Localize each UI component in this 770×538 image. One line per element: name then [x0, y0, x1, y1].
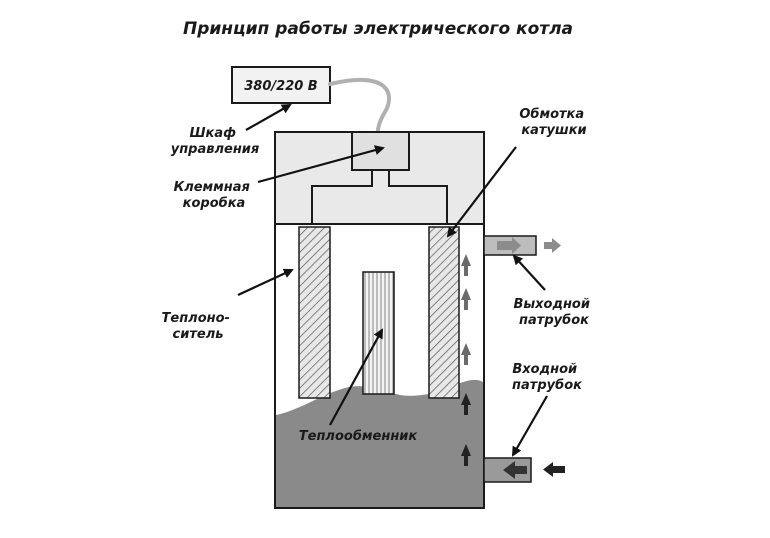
- pointer-heat-exchanger: [329, 328, 383, 426]
- pointer-inlet-pipe: [512, 395, 548, 457]
- coil-winding-left: [298, 226, 331, 399]
- flow-arrow: [461, 254, 471, 276]
- voltage-label: 380/220 В: [244, 79, 318, 94]
- terminal-connector: [311, 170, 448, 224]
- label-heat-exchanger: Теплообменник: [299, 429, 419, 444]
- coolant-liquid: [276, 379, 483, 507]
- flow-arrow: [461, 288, 471, 310]
- pointers: [237, 104, 548, 457]
- coil-winding-right: [428, 226, 460, 399]
- power-supply-box: 380/220 В: [231, 66, 331, 104]
- inlet-pipe: [483, 457, 565, 483]
- diagram-title: Принцип работы электрического котла: [183, 19, 573, 39]
- terminal-box: [351, 131, 410, 171]
- flow-arrows: [461, 254, 471, 466]
- label-coolant: Теплоно- ситель: [162, 311, 235, 342]
- label-coil-winding: Обмотка катушки: [519, 107, 588, 138]
- flow-arrow: [461, 343, 471, 365]
- flow-arrow: [461, 444, 471, 466]
- label-outlet-pipe: Выходной патрубок: [513, 297, 594, 328]
- label-inlet-pipe: Входной патрубок: [512, 362, 583, 393]
- heat-exchanger-core: [362, 271, 395, 395]
- outlet-pipe: [483, 235, 561, 256]
- label-terminal-box: Клеммная коробка: [174, 180, 255, 211]
- pointer-control-cabinet: [245, 104, 292, 131]
- pointer-coolant: [237, 268, 294, 296]
- label-control-cabinet: Шкаф управления: [171, 126, 260, 157]
- pointer-terminal-box: [257, 145, 385, 184]
- pointer-coil-winding: [446, 146, 517, 238]
- flow-arrow: [461, 393, 471, 415]
- pointer-outlet-pipe: [512, 254, 546, 291]
